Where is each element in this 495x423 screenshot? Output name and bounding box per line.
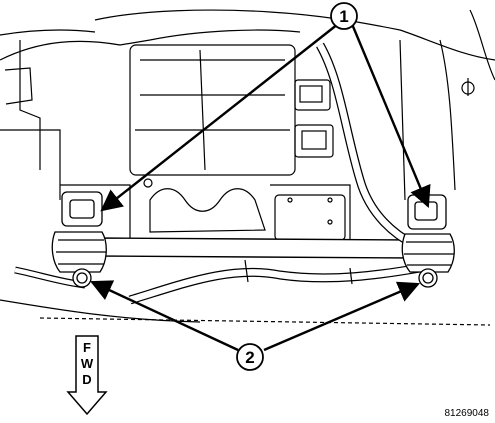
callout-1-label: 1 bbox=[339, 7, 348, 26]
callout-2: 2 bbox=[236, 343, 264, 371]
callout-2-leaders bbox=[90, 280, 420, 352]
callout-1: 1 bbox=[330, 2, 358, 30]
crossbar bbox=[94, 237, 416, 259]
fwd-letter-f: F bbox=[83, 340, 91, 355]
figure-id: 81269048 bbox=[444, 408, 490, 419]
callout-2-arrow-right bbox=[263, 281, 420, 352]
callout-1-arrow-left bbox=[100, 23, 339, 212]
fwd-arrow-icon bbox=[66, 335, 108, 416]
callout-1-circle bbox=[330, 2, 358, 30]
background-structure bbox=[0, 9, 495, 326]
callout-1-leaders bbox=[100, 23, 431, 212]
fwd-letter-d: D bbox=[82, 372, 91, 387]
callout-2-circle bbox=[236, 343, 264, 371]
callout-2-arrow-left bbox=[90, 280, 239, 352]
fwd-direction-arrow: F W D bbox=[66, 335, 108, 416]
fwd-letter-w: W bbox=[81, 356, 94, 371]
callout-2-label: 2 bbox=[245, 348, 254, 367]
left-bushing bbox=[51, 191, 107, 288]
callout-1-arrow-right bbox=[350, 23, 431, 208]
